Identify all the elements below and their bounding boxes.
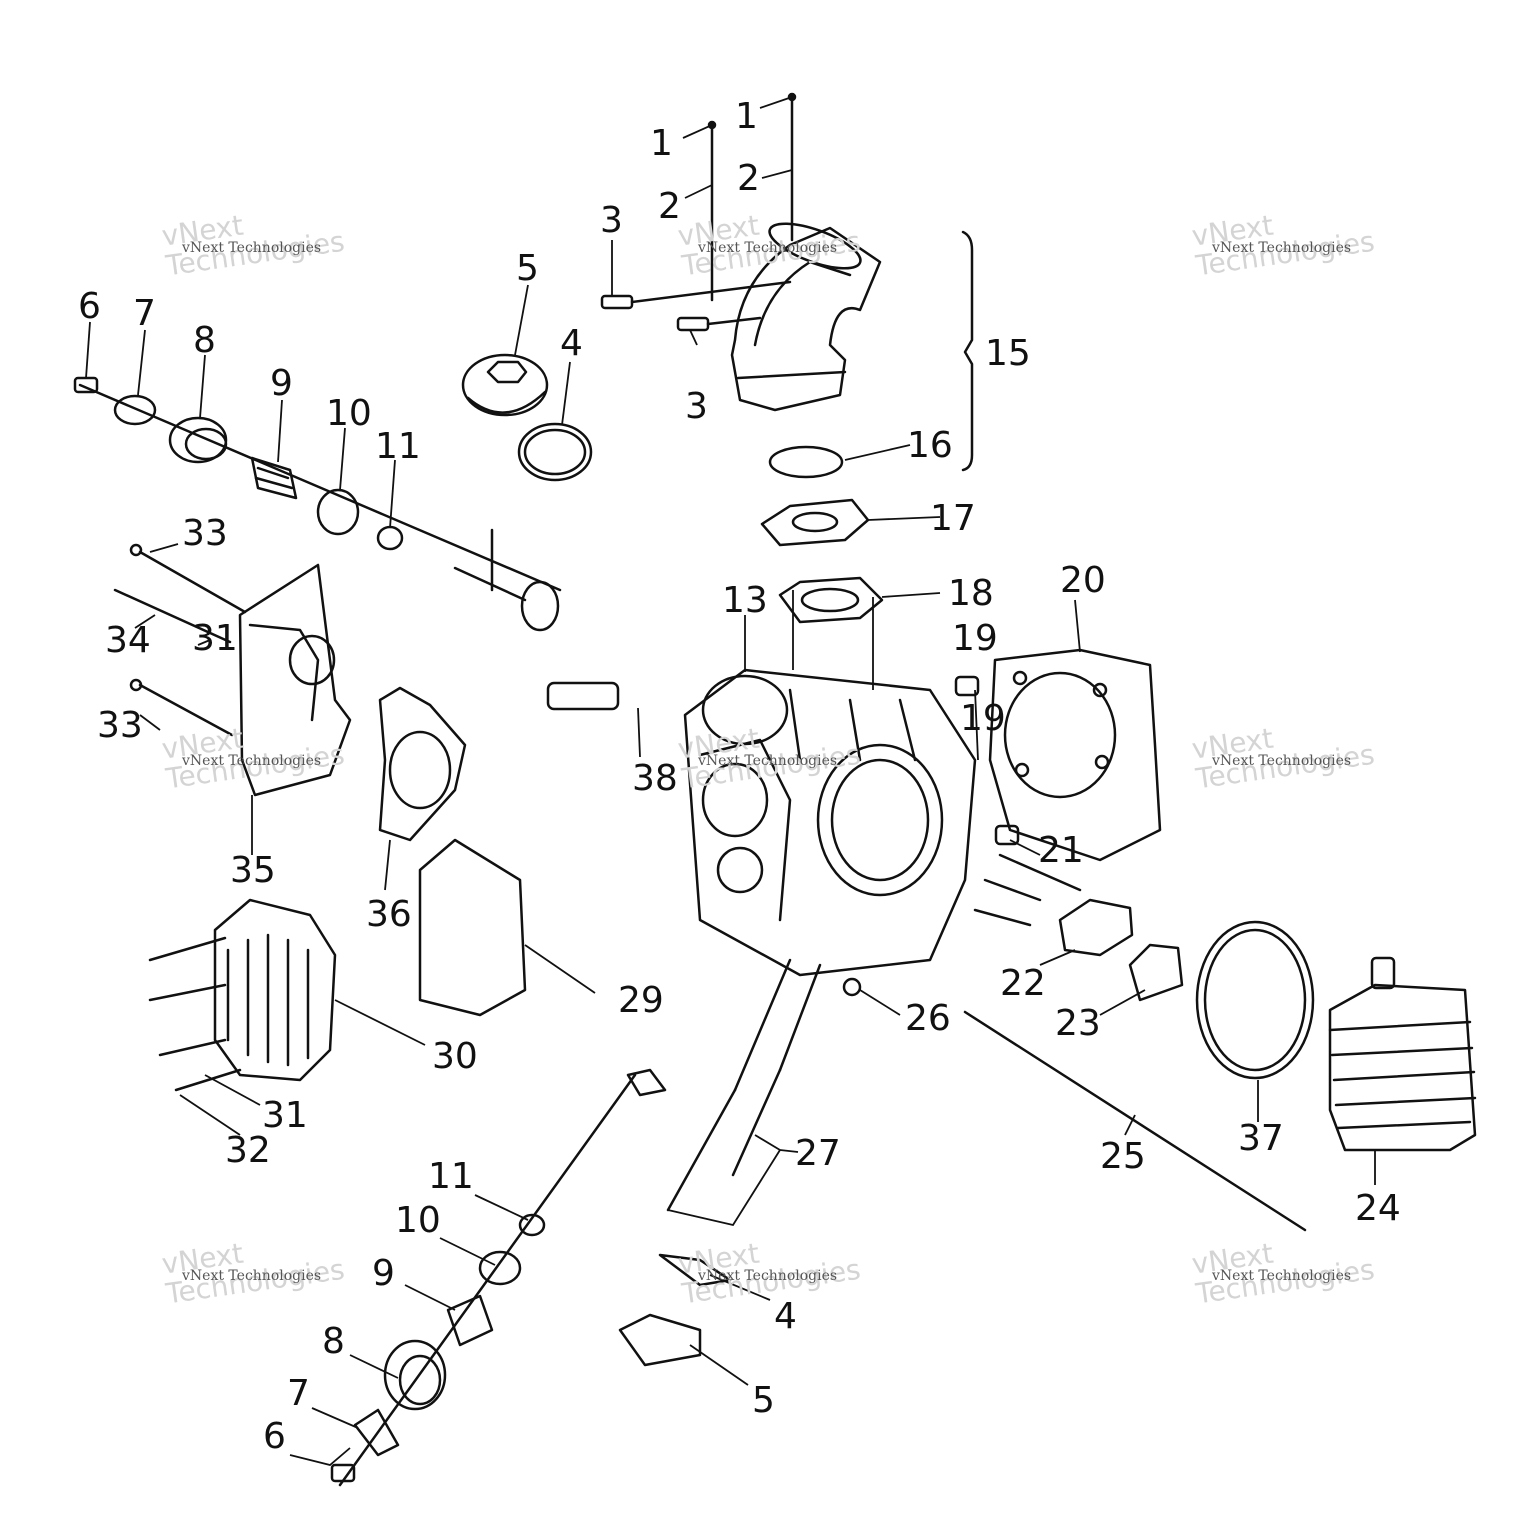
callout-label: 35 <box>230 850 276 891</box>
callout-label: 26 <box>905 998 951 1039</box>
callout-label: 10 <box>395 1200 441 1241</box>
lower-valve-train <box>330 1068 732 1487</box>
gasket-36 <box>378 686 467 842</box>
callout-label: 6 <box>78 286 101 327</box>
callout-label: 11 <box>375 426 421 467</box>
callout-label: 7 <box>287 1373 310 1414</box>
insulator-17 <box>760 498 870 547</box>
callout-label: 15 <box>985 333 1031 374</box>
callout-label: 23 <box>1055 1003 1101 1044</box>
callout-label: 31 <box>262 1095 308 1136</box>
callout-label: 19 <box>960 698 1006 739</box>
callout-label: 8 <box>322 1321 345 1362</box>
callout-label: 32 <box>225 1130 271 1171</box>
valve-cap-top <box>461 353 549 417</box>
rocker-cover-35 <box>113 543 352 797</box>
callout-label: 25 <box>1100 1136 1146 1177</box>
callout-label: 5 <box>516 248 539 289</box>
side-cover-30 <box>148 898 337 1092</box>
callout-label: 29 <box>618 980 664 1021</box>
callout-label: 30 <box>432 1036 478 1077</box>
callout-label: 5 <box>752 1380 775 1421</box>
gasket-29 <box>418 838 527 1017</box>
callout-label: 18 <box>948 573 994 614</box>
callout-label: 21 <box>1038 830 1084 871</box>
callout-label: 19 <box>952 618 998 659</box>
chain-tensioner-22 <box>973 853 1134 957</box>
long-stud-25 <box>963 1010 1307 1232</box>
callout-label: 37 <box>1238 1118 1284 1159</box>
callout-label: 13 <box>722 580 768 621</box>
callout-label: 16 <box>907 425 953 466</box>
studs-27 <box>666 958 822 1212</box>
nut-26 <box>842 977 862 997</box>
callout-label: 2 <box>737 158 760 199</box>
callout-label: 27 <box>795 1133 841 1174</box>
cylinder-head-13 <box>546 668 977 977</box>
callout-label: 33 <box>97 705 143 746</box>
callout-label: 33 <box>182 513 228 554</box>
callout-label: 3 <box>685 386 708 427</box>
callout-label: 4 <box>774 1296 797 1337</box>
callout-label: 24 <box>1355 1188 1401 1229</box>
cover-23 <box>1128 943 1184 1002</box>
spark-plug-38 <box>546 681 620 711</box>
cylinder-head-gasket-20 <box>988 648 1162 862</box>
callout-label: 10 <box>326 393 372 434</box>
callout-label: 8 <box>193 320 216 361</box>
callout-label: 20 <box>1060 560 1106 601</box>
intake-manifold-assembly <box>600 92 882 412</box>
callout-label: 4 <box>560 323 583 364</box>
valve-cap-bottom <box>618 1313 702 1367</box>
leader-lines <box>85 96 1376 1466</box>
o-ring-4-bottom <box>658 1253 732 1287</box>
o-ring-4-top <box>517 422 593 482</box>
o-ring-16 <box>768 445 844 479</box>
gasket-18 <box>778 576 884 624</box>
callout-label: 36 <box>366 894 412 935</box>
dowel-19-lower <box>994 824 1020 846</box>
callout-label: 1 <box>650 123 673 164</box>
callout-label: 31 <box>192 618 238 659</box>
callout-label: 22 <box>1000 963 1046 1004</box>
callout-label: 1 <box>735 96 758 137</box>
callout-label: 2 <box>658 186 681 227</box>
callout-label: 7 <box>133 293 156 334</box>
callout-label: 9 <box>372 1253 395 1294</box>
o-ring-37 <box>1195 920 1315 1080</box>
callout-label: 38 <box>632 758 678 799</box>
callout-label: 9 <box>270 363 293 404</box>
dowel-19-upper <box>954 675 980 697</box>
bracket-15 <box>961 230 974 472</box>
callout-label: 11 <box>428 1156 474 1197</box>
callout-label: 3 <box>600 200 623 241</box>
cylinder-block-24 <box>1328 956 1477 1152</box>
callout-labels: 1 1 2 2 3 3 4 4 5 5 6 6 7 7 8 8 9 9 10 1… <box>78 96 1401 1457</box>
callout-label: 6 <box>263 1416 286 1457</box>
upper-valve-train <box>73 376 562 632</box>
callout-label: 34 <box>105 620 151 661</box>
callout-label: 17 <box>930 498 976 539</box>
